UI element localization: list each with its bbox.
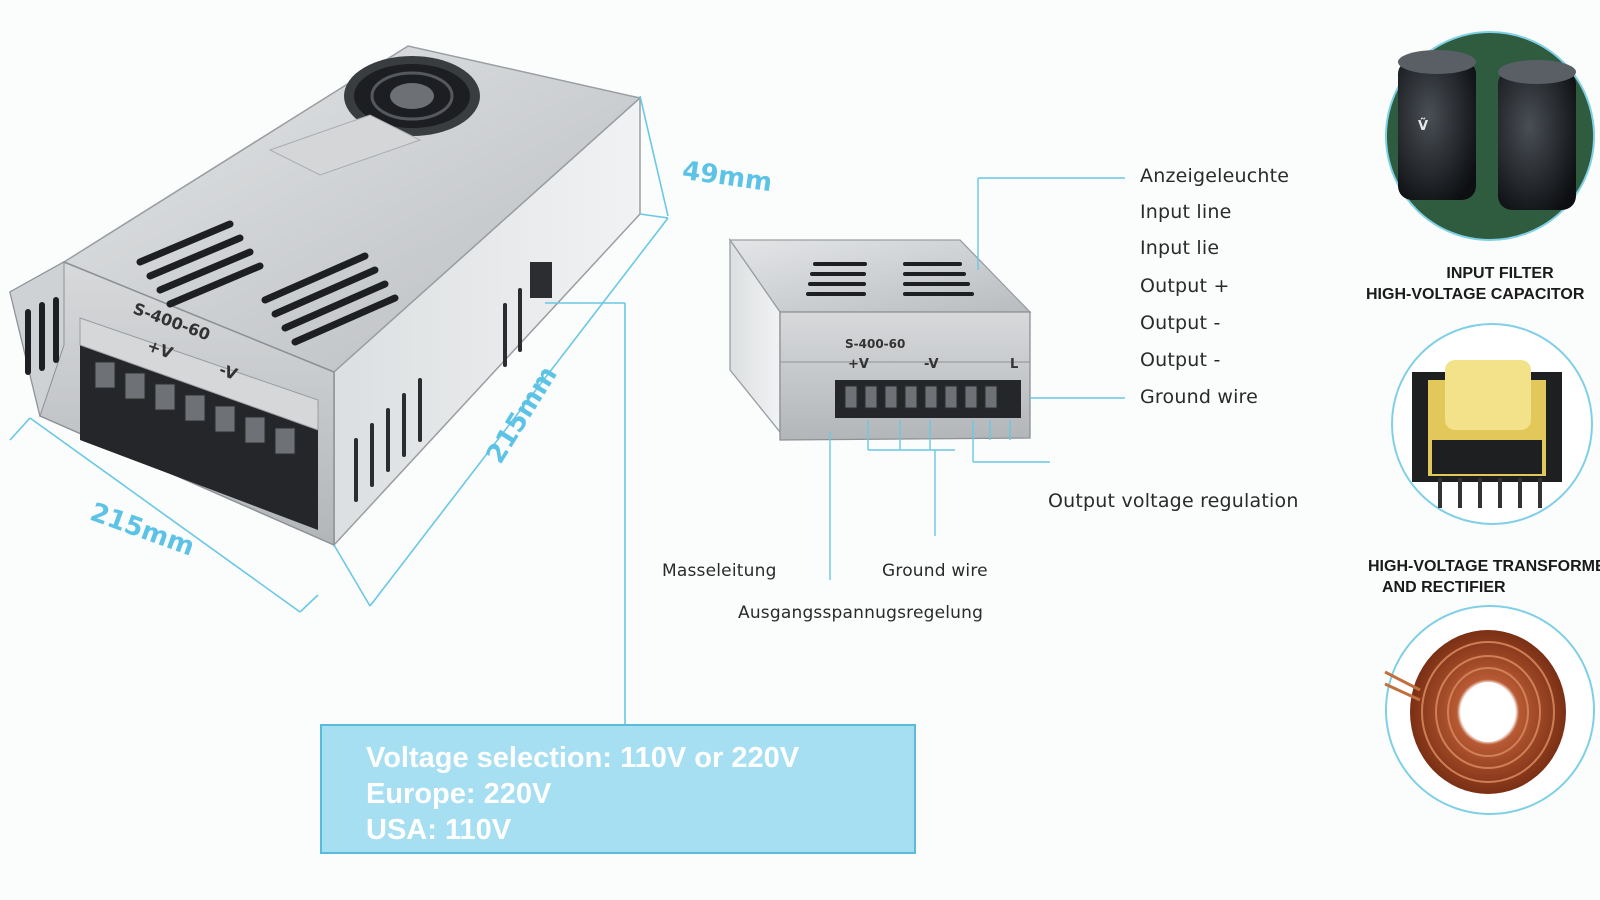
small-unit-term-minus: -V <box>924 357 939 372</box>
callout-output-minus-1: Output - <box>1140 312 1221 334</box>
callout-output-minus-2: Output - <box>1140 349 1221 371</box>
caption-input-filter-line2: HIGH-VOLTAGE CAPACITOR <box>1366 286 1585 303</box>
caption-input-filter: INPUT FILTER HIGH-VOLTAGE CAPACITOR <box>1360 263 1600 305</box>
small-power-supply <box>728 237 1032 441</box>
callout-ground-wire-bottom: Ground wire <box>882 561 988 581</box>
capacitor-marking: Ṽ <box>1418 118 1428 134</box>
callout-input-lie: Input lie <box>1140 237 1220 259</box>
transformer-photo <box>1391 323 1593 525</box>
capacitor-photo: Ṽ <box>1385 31 1595 241</box>
caption-transformer-line1: HIGH-VOLTAGE TRANSFORMER <box>1368 558 1600 575</box>
callout-input-line: Input line <box>1140 201 1232 223</box>
small-unit-term-plus: +V <box>848 357 869 372</box>
callout-output-voltage-regulation: Output voltage regulation <box>1048 490 1299 512</box>
voltage-switch <box>530 262 552 298</box>
voltage-europe-line: Europe: 220V <box>366 778 552 810</box>
caption-transformer: HIGH-VOLTAGE TRANSFORMER AND RECTIFIER <box>1368 556 1600 598</box>
fan-grille <box>344 56 480 136</box>
caption-input-filter-line1: INPUT FILTER <box>1446 265 1554 282</box>
caption-transformer-line2: AND RECTIFIER <box>1382 579 1506 596</box>
callout-ausgangsspannungsregelung: Ausgangsspannugsregelung <box>738 603 984 623</box>
top-vents <box>136 220 399 346</box>
dimension-lines <box>9 95 669 724</box>
large-unit-term-minus: -V <box>217 360 241 384</box>
voltage-selection-box: Voltage selection: 110V or 220V Europe: … <box>320 724 916 854</box>
callout-indicator-light: Anzeigeleuchte <box>1140 165 1290 187</box>
large-power-supply <box>9 45 642 547</box>
small-unit-term-l: L <box>1010 357 1018 372</box>
callout-masseleitung: Masseleitung <box>662 561 777 581</box>
callout-output-plus: Output + <box>1140 275 1230 297</box>
voltage-usa-line: USA: 110V <box>366 814 512 846</box>
toroidal-inductor-photo <box>1384 605 1595 815</box>
callout-leader-lines <box>829 177 1125 580</box>
small-unit-model: S-400-60 <box>845 337 905 351</box>
voltage-selection-line: Voltage selection: 110V or 220V <box>366 742 800 774</box>
callout-ground-wire: Ground wire <box>1140 386 1259 408</box>
